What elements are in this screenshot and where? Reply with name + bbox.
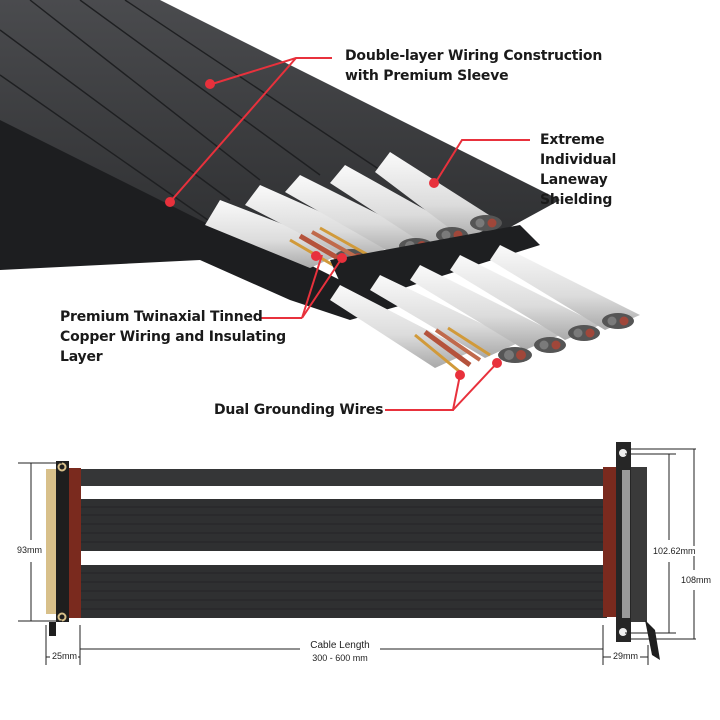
dim-left-height: 93mm xyxy=(16,545,44,555)
dim-right-inner-height: 102.62mm xyxy=(652,546,697,556)
left-pcie-connector xyxy=(46,461,81,636)
callout-dots xyxy=(165,79,502,380)
ribbon-cables xyxy=(81,469,607,618)
cable-length-label: Cable Length xyxy=(310,640,370,651)
upper-shield-lanes xyxy=(205,152,500,268)
callout-twinaxial: Premium Twinaxial Tinned Copper Wiring a… xyxy=(60,307,286,367)
callout-grounding: Dual Grounding Wires xyxy=(214,400,384,420)
right-pcie-slot-connector xyxy=(603,442,660,660)
dim-right-outer-height: 108mm xyxy=(680,575,713,585)
dim-right-width: 29mm xyxy=(612,651,640,661)
lower-exposed-wires xyxy=(414,326,491,374)
callout-line: Double-layer Wiring Construction xyxy=(345,48,603,64)
callout-line: Layer xyxy=(60,349,103,365)
callout-shielding: Extreme Individual Laneway Shielding xyxy=(540,130,616,210)
callout-line: with Premium Sleeve xyxy=(345,68,509,84)
callout-line: Individual xyxy=(540,152,617,168)
callout-line: Dual Grounding Wires xyxy=(214,402,384,418)
sleeve-ribs xyxy=(0,0,381,226)
callout-lines xyxy=(169,57,530,411)
lower-sleeve-layer xyxy=(0,90,420,320)
lower-shield-lanes xyxy=(330,245,640,368)
callout-double-layer: Double-layer Wiring Construction with Pr… xyxy=(345,46,602,86)
dim-left-width: 25mm xyxy=(51,651,79,661)
callout-line: Extreme xyxy=(540,132,605,148)
callout-line: Laneway xyxy=(540,172,608,188)
callout-line: Premium Twinaxial Tinned xyxy=(60,309,263,325)
callout-line: Shielding xyxy=(540,192,613,208)
cable-length-value: 300 - 600 mm xyxy=(312,653,368,663)
lower-lane-ends xyxy=(498,313,634,363)
cable-cross-section-illustration xyxy=(0,0,640,411)
callout-line: Copper Wiring and Insulating xyxy=(60,329,286,345)
